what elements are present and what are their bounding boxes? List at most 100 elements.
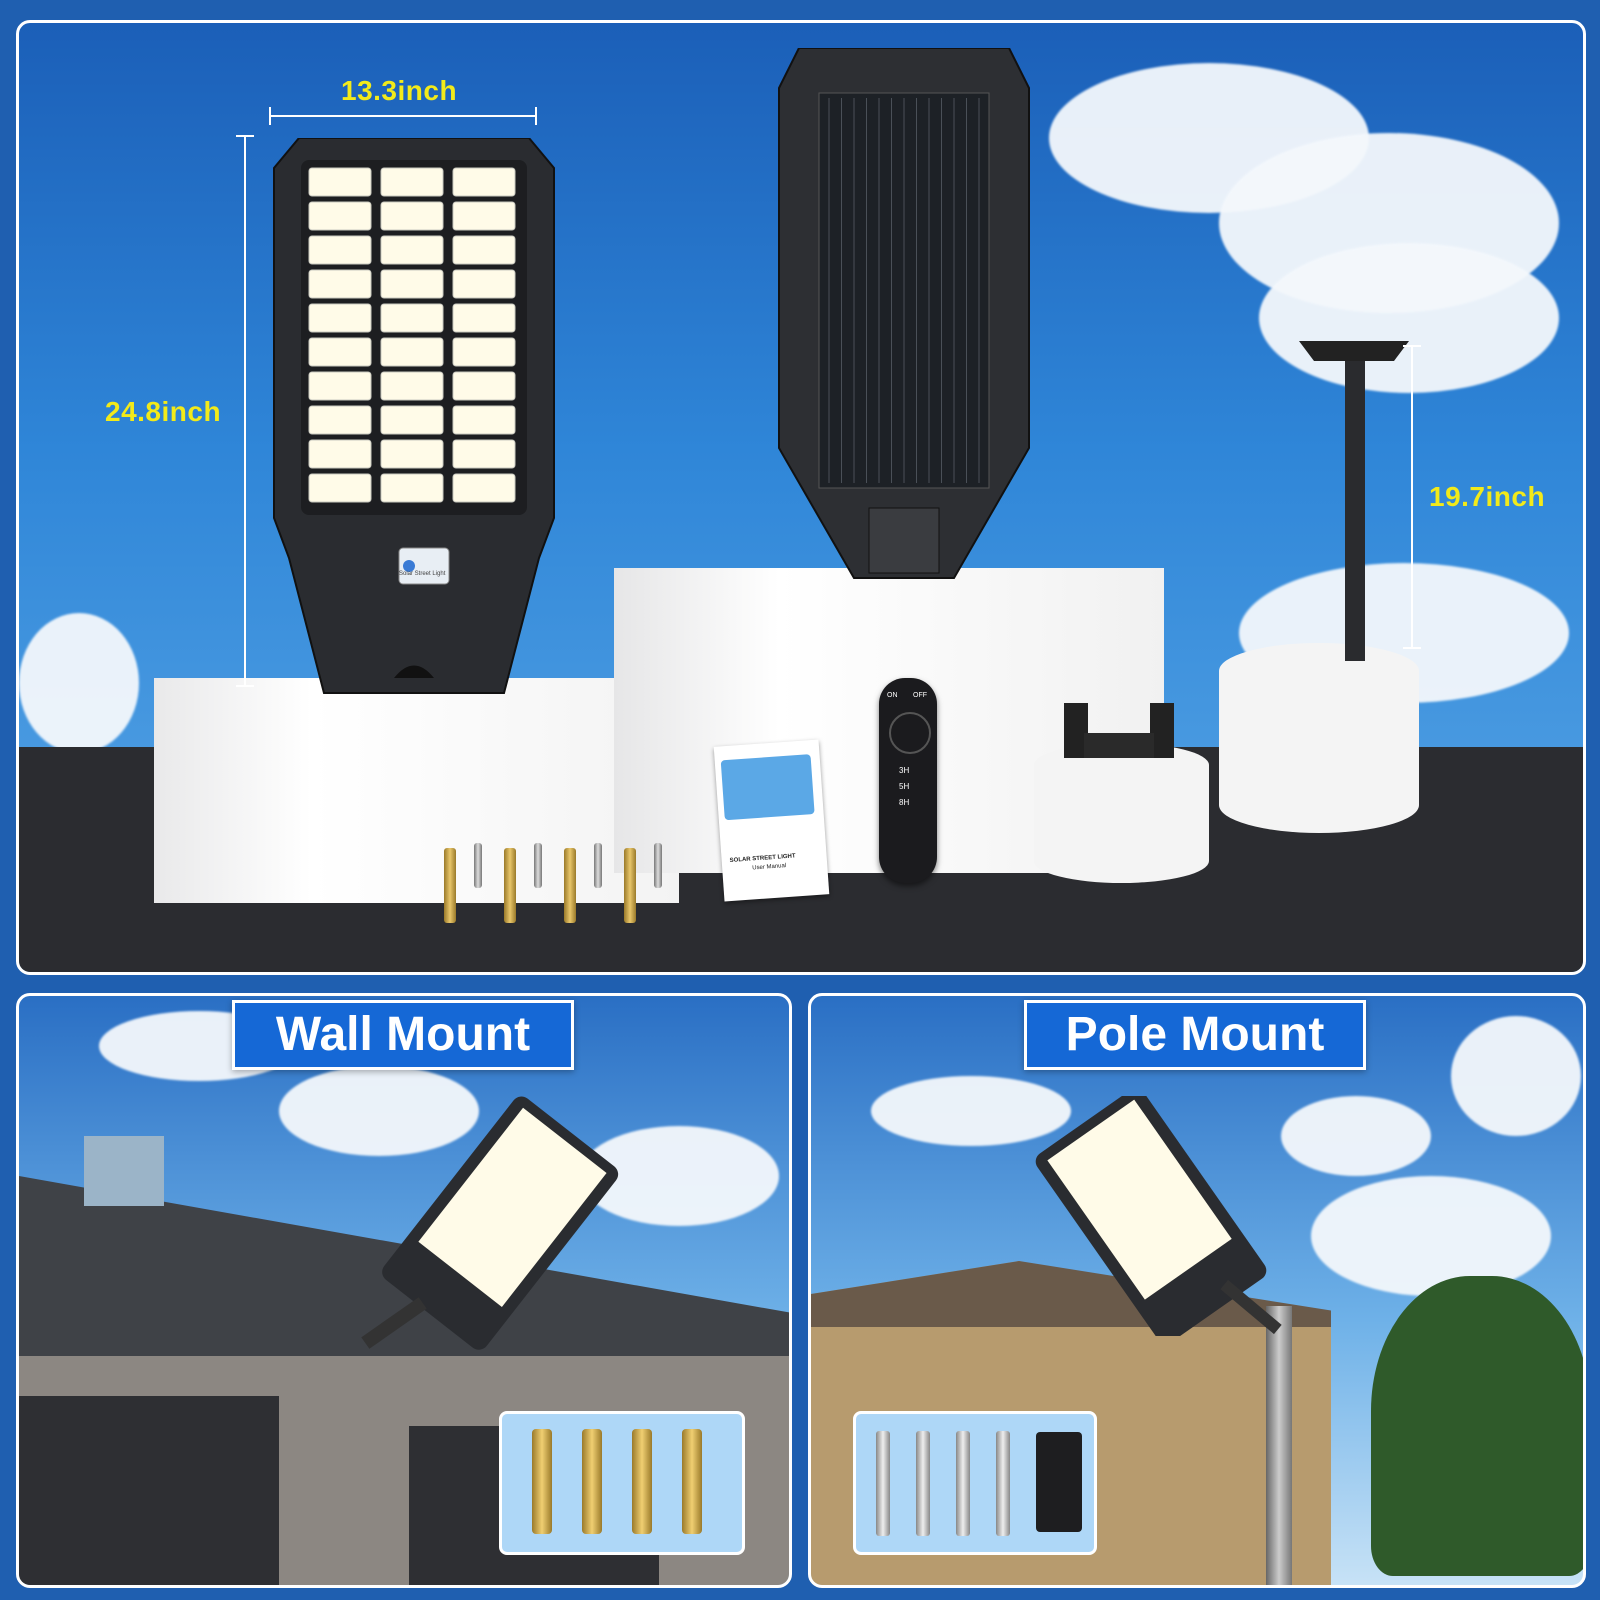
- anchor-bolt-icon: [632, 1429, 652, 1534]
- led-module: [452, 371, 516, 401]
- pole-bolt-set: [868, 1426, 1038, 1541]
- screw-icon: [654, 843, 662, 888]
- led-module: [380, 235, 444, 265]
- cloud: [1259, 243, 1559, 393]
- remote-8h-button: 8H: [899, 798, 910, 807]
- led-module: [452, 473, 516, 503]
- pole-mounted-lamp: [1035, 1096, 1282, 1336]
- cloud: [1311, 1176, 1551, 1296]
- manual-map: [720, 754, 815, 821]
- led-module: [452, 201, 516, 231]
- pole-hardware-inset: [853, 1411, 1097, 1555]
- height-label: 24.8inch: [105, 396, 222, 427]
- manual-subtitle: User Manual: [752, 863, 787, 872]
- led-module: [452, 337, 516, 367]
- screw-icon: [534, 843, 542, 888]
- led-module: [380, 201, 444, 231]
- pole-label: 19.7inch: [1429, 481, 1546, 512]
- led-module: [308, 439, 372, 469]
- pole-clamp-plate: [1036, 1432, 1082, 1532]
- wall-mounted-lamp: [361, 1096, 619, 1350]
- led-module: [308, 303, 372, 333]
- led-module: [308, 167, 372, 197]
- anchor-bolts-inset: [499, 1411, 745, 1555]
- led-module: [380, 337, 444, 367]
- remote-on-button: ON: [887, 692, 898, 699]
- pole-mount-title: Pole Mount: [1024, 1000, 1366, 1070]
- cloud: [871, 1076, 1071, 1146]
- screw-icon: [474, 843, 482, 888]
- remote-3h-button: 3H: [899, 766, 910, 775]
- led-module: [380, 371, 444, 401]
- pole-bracket: [1299, 341, 1409, 661]
- pole-mount-panel: Pole Mount: [808, 993, 1586, 1588]
- led-module: [308, 371, 372, 401]
- led-module: [308, 235, 372, 265]
- led-module: [452, 405, 516, 435]
- pedestal-left: [154, 678, 679, 903]
- led-module: [308, 201, 372, 231]
- led-module: [452, 167, 516, 197]
- hex-bolt-icon: [876, 1431, 890, 1536]
- led-module: [380, 439, 444, 469]
- led-module: [380, 473, 444, 503]
- wall-mount-title: Wall Mount: [232, 1000, 574, 1070]
- hex-bolt-icon: [996, 1431, 1010, 1536]
- led-module: [308, 269, 372, 299]
- remote-off-button: OFF: [913, 692, 927, 699]
- wall-mount-panel: Wall Mount: [16, 993, 792, 1588]
- cloud: [1451, 1016, 1581, 1136]
- pole-dimension-line: [1411, 345, 1413, 649]
- screw-set: [444, 838, 684, 928]
- led-module: [308, 473, 372, 503]
- led-module: [380, 167, 444, 197]
- remote-control: ON OFF 3H 5H 8H: [879, 678, 937, 883]
- cloud: [19, 613, 139, 753]
- hex-bolt-icon: [916, 1431, 930, 1536]
- anchor-bolt-icon: [682, 1429, 702, 1534]
- led-module: [452, 235, 516, 265]
- height-dimension-cap-top: [236, 135, 254, 137]
- led-module: [308, 405, 372, 435]
- expansion-bolt-icon: [624, 848, 636, 923]
- height-dimension-line: [244, 135, 246, 687]
- cloud: [1281, 1096, 1431, 1176]
- cylinder-tall: [1219, 643, 1419, 833]
- led-module: [380, 269, 444, 299]
- led-module: [380, 303, 444, 333]
- expansion-bolt-icon: [564, 848, 576, 923]
- pole-dimension-cap-bottom: [1403, 647, 1421, 649]
- width-label: 13.3inch: [341, 75, 458, 106]
- expansion-bolt-icon: [504, 848, 516, 923]
- lamp-front-view: [273, 138, 555, 694]
- width-dimension-line: [269, 115, 537, 117]
- led-module: [452, 439, 516, 469]
- wall-bracket: [1064, 703, 1174, 758]
- hex-bolt-icon: [956, 1431, 970, 1536]
- anchor-bolt-icon: [582, 1429, 602, 1534]
- led-module: [452, 303, 516, 333]
- cloud: [279, 1066, 479, 1156]
- pole-dimension-cap-top: [1403, 345, 1421, 347]
- led-module: [452, 269, 516, 299]
- lamp-back-view: [778, 48, 1030, 579]
- garage-door-left: [19, 1396, 279, 1585]
- cylinder-small: [1034, 743, 1209, 883]
- anchor-bolt-set: [522, 1424, 722, 1544]
- screw-icon: [594, 843, 602, 888]
- led-module: [380, 405, 444, 435]
- width-dimension-cap-right: [535, 107, 537, 125]
- tree: [1371, 1276, 1583, 1576]
- led-module: [308, 337, 372, 367]
- lamp-badge: Solar Street Light: [399, 571, 446, 577]
- user-manual: SOLAR STREET LIGHT User Manual: [713, 739, 830, 902]
- anchor-bolt-icon: [532, 1429, 552, 1534]
- height-dimension-cap-bottom: [236, 685, 254, 687]
- width-dimension-cap-left: [269, 107, 271, 125]
- expansion-bolt-icon: [444, 848, 456, 923]
- remote-5h-button: 5H: [899, 782, 910, 791]
- product-overview-panel: Solar Street Light SOLAR STREET LIGHT Us…: [16, 20, 1586, 975]
- lamp-pole: [1266, 1306, 1292, 1585]
- remote-dial: [889, 712, 931, 754]
- chimney-vent: [84, 1136, 164, 1206]
